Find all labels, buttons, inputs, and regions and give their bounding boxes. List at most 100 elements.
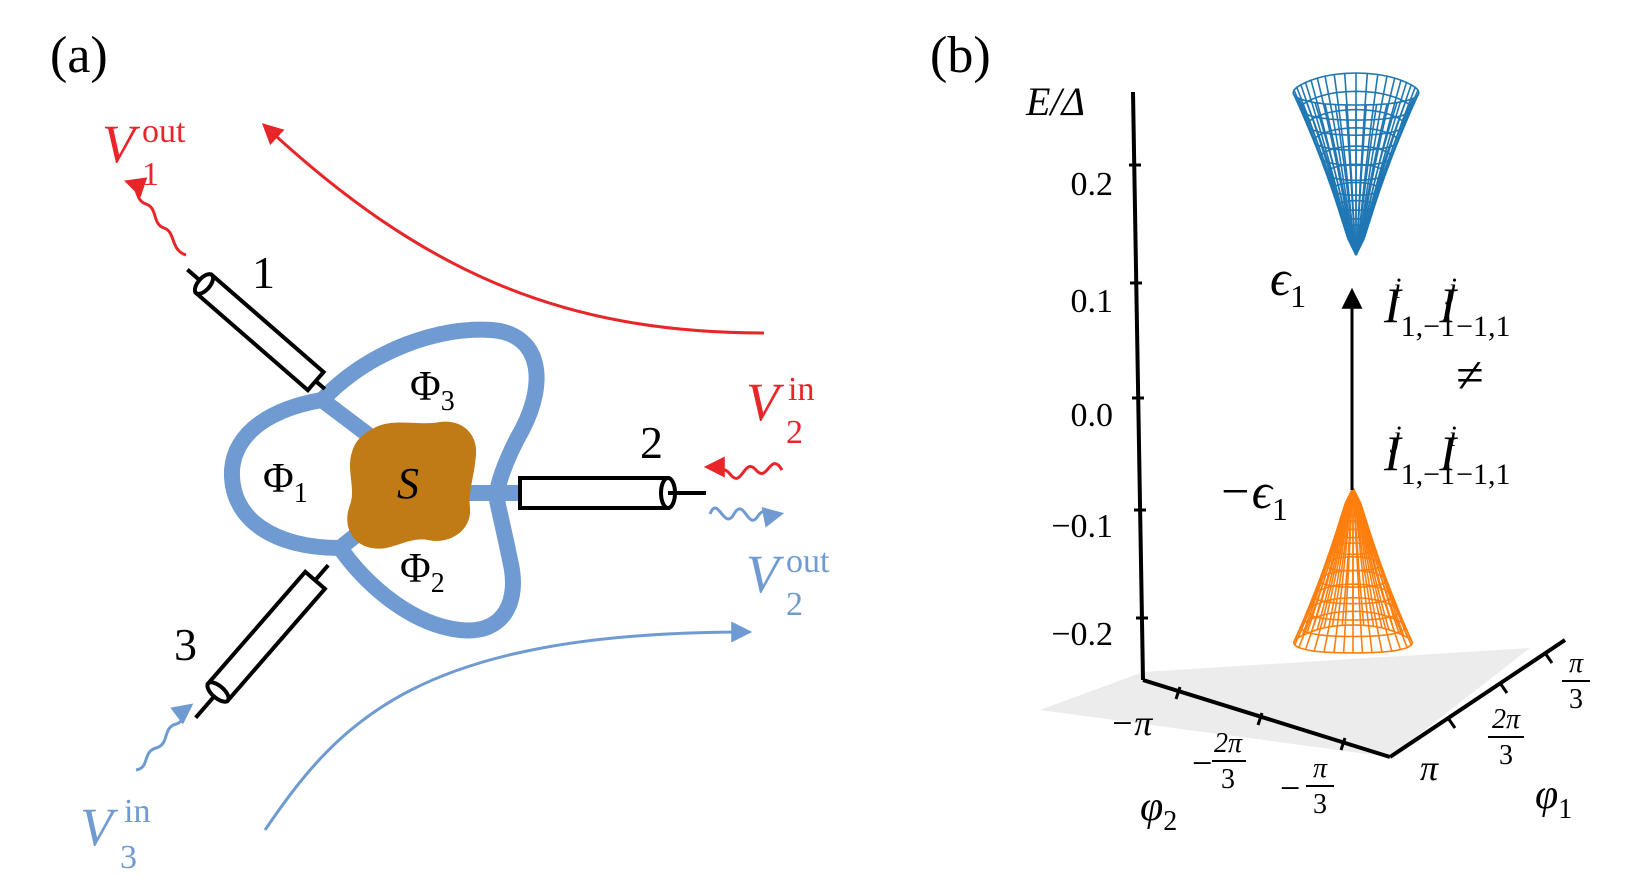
surface-meridian xyxy=(1341,487,1354,626)
surface-meridian xyxy=(1304,82,1357,256)
panel-b: (b) 0.2 0.1 0.0 −0.1 −0.2 E/Δ xyxy=(930,27,1590,837)
phi2-tick-label-neg-2pi-3: − 2π 3 xyxy=(1192,728,1246,795)
upper-energy-surface xyxy=(1292,72,1420,256)
svg-text:2π: 2π xyxy=(1214,728,1243,759)
phi2-tick-label-neg-pi-3: − π 3 xyxy=(1280,753,1334,820)
lead-2-cylinder xyxy=(518,476,670,510)
scatterer xyxy=(347,421,477,549)
surface-meridian xyxy=(1352,487,1409,638)
label-v2-out: V2out xyxy=(746,543,830,623)
surface-meridian xyxy=(1355,82,1408,256)
tick-mark xyxy=(1446,717,1457,729)
surface-meridian xyxy=(1352,487,1383,629)
floor-plane xyxy=(1040,648,1530,757)
phi1-tick-label-2pi-3: 2π 3 xyxy=(1488,704,1524,771)
surface-meridian xyxy=(1355,79,1402,256)
flux-labels: Φ3 Φ1 Φ2 xyxy=(263,364,455,599)
surface-meridian xyxy=(1331,487,1354,627)
lead-1-end xyxy=(192,272,216,296)
e-axis-tick-labels: 0.2 0.1 0.0 −0.1 −0.2 xyxy=(1051,166,1113,653)
lead-label-2: 2 xyxy=(640,417,663,468)
surface-meridian xyxy=(1316,77,1357,256)
e-tick-label: −0.1 xyxy=(1051,508,1113,545)
surface-meridian xyxy=(1300,84,1357,256)
label-v2-in: V2in xyxy=(746,371,814,451)
signal-wave-v2-in xyxy=(714,462,784,480)
signal-labels: V1out V2in V2out V3in xyxy=(80,113,830,876)
surface-meridian xyxy=(1310,79,1357,256)
e-axis-ticks xyxy=(1129,163,1148,620)
output-flow-arrow-1 xyxy=(261,123,765,335)
lead-1 xyxy=(186,268,327,393)
phi2-tick-label-neg-pi: −π xyxy=(1110,703,1153,743)
phi1-tick-label-pi: π xyxy=(1420,748,1439,788)
tick-mark xyxy=(1339,737,1347,751)
epsilon-lower-label: −ϵ1 xyxy=(1218,463,1288,527)
lead-3 xyxy=(194,563,330,719)
surface-meridian xyxy=(1324,75,1357,256)
lead-label-3: 3 xyxy=(174,619,197,670)
flux-label-2: Φ2 xyxy=(400,546,445,599)
surface-meridian xyxy=(1333,74,1357,256)
svg-text:3: 3 xyxy=(1569,684,1583,715)
surface-meridian xyxy=(1352,487,1396,632)
e-tick-label: 0.0 xyxy=(1071,397,1114,434)
tick-mark xyxy=(1543,652,1554,664)
input-flow-arrow-3 xyxy=(263,621,753,831)
surface-meridian xyxy=(1306,487,1354,634)
loop-phi1 xyxy=(223,392,341,556)
panel-a-label: (a) xyxy=(50,27,108,84)
svg-text:2π: 2π xyxy=(1492,704,1521,735)
tick-mark xyxy=(1256,712,1264,726)
panel-a: (a) S Φ3 Φ1 Φ2 xyxy=(50,27,830,876)
surface-meridian xyxy=(1343,73,1357,256)
lead-3-cylinder xyxy=(205,568,328,704)
lead-2 xyxy=(518,476,706,510)
lower-energy-surface xyxy=(1292,487,1414,654)
flux-label-3: Φ3 xyxy=(410,364,455,417)
tick-mark xyxy=(1174,686,1182,700)
e-tick-label: −0.2 xyxy=(1051,616,1113,653)
loop-phi2 xyxy=(333,498,521,639)
lead-labels: 1 2 3 xyxy=(174,247,663,670)
phi2-axis-ticks xyxy=(1174,686,1347,751)
lead-3-end xyxy=(205,680,231,704)
surface-meridian xyxy=(1352,487,1390,630)
phi2-axis xyxy=(1142,678,1391,759)
lead-3-stub xyxy=(313,563,330,582)
e-axis xyxy=(1131,91,1145,681)
tick-mark xyxy=(1498,682,1509,694)
svg-text:3: 3 xyxy=(1313,789,1327,820)
label-v1-out: V1out xyxy=(102,113,186,193)
svg-text:3: 3 xyxy=(1221,764,1235,795)
loop-phi3 xyxy=(316,321,545,502)
surface-meridian xyxy=(1355,77,1396,256)
phi2-tick-labels: −π − 2π 3 − π 3 xyxy=(1110,703,1334,820)
svg-text:−: − xyxy=(1192,743,1212,783)
svg-text:π: π xyxy=(1313,753,1328,784)
phi1-axis-label: φ1 xyxy=(1535,772,1572,825)
e-tick-label: 0.1 xyxy=(1071,283,1114,320)
surface-meridian xyxy=(1355,74,1379,256)
surface-meridian xyxy=(1352,487,1375,627)
svg-text:π: π xyxy=(1569,648,1584,679)
lead-1-stub xyxy=(314,379,327,391)
surface-meridian xyxy=(1355,73,1369,256)
phi1-tick-label-pi-3: π 3 xyxy=(1562,648,1590,715)
flux-label-1: Φ1 xyxy=(263,456,308,509)
surface-meridian xyxy=(1352,487,1365,626)
phi1-axis xyxy=(1388,638,1567,759)
surface-meridian xyxy=(1355,75,1388,256)
e-tick-label: 0.2 xyxy=(1071,166,1114,203)
surface-meridian xyxy=(1323,487,1354,629)
surface-meridian xyxy=(1310,487,1354,632)
label-v3-in: V3in xyxy=(80,793,150,876)
svg-text:3: 3 xyxy=(1499,740,1513,771)
surface-meridian xyxy=(1355,87,1416,256)
signal-wave-v3-in xyxy=(135,703,194,772)
signal-wave-v2-out xyxy=(708,506,785,528)
